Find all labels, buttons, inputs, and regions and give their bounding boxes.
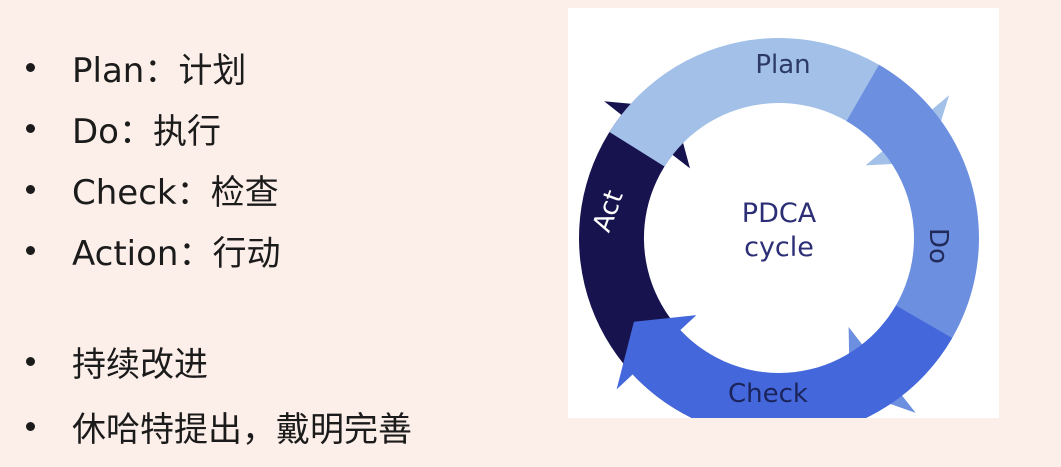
pdca-cycle-svg: Plan Do Check Act PDCA cycle xyxy=(579,37,979,418)
bullet-dot-icon xyxy=(26,184,35,194)
do-arrow-label: Do xyxy=(923,228,953,264)
bullet-dot-icon xyxy=(26,421,35,431)
cycle-arrows xyxy=(579,37,979,418)
bullet-do: Do：执行 xyxy=(26,103,221,153)
plan-arrow-label: Plan xyxy=(755,50,810,80)
check-arrow xyxy=(616,305,953,418)
center-title: PDCA xyxy=(742,198,817,229)
bullet-list: Plan：计划 Do：执行 Check：检查 Action：行动 持续改进 休哈… xyxy=(26,42,412,451)
do-arrow xyxy=(846,64,979,413)
bullet-text: Do：执行 xyxy=(72,111,221,152)
bullet-plan: Plan：计划 xyxy=(26,42,246,92)
bullet-text: Plan：计划 xyxy=(72,50,247,91)
bullet-dot-icon xyxy=(26,245,35,255)
bullet-text: 持续改进 xyxy=(72,344,208,385)
bullet-text: Check：检查 xyxy=(72,172,279,213)
bullet-dot-icon xyxy=(26,62,35,72)
bullet-text: 休哈特提出，戴明完善 xyxy=(72,409,412,450)
check-arrow-label: Check xyxy=(728,379,808,409)
plan-arrow xyxy=(609,37,950,167)
bullet-origin: 休哈特提出，戴明完善 xyxy=(26,401,412,451)
bullet-dot-icon xyxy=(26,123,35,133)
bullet-dot-icon xyxy=(26,356,35,366)
center-subtitle: cycle xyxy=(744,232,814,263)
bullet-action: Action：行动 xyxy=(26,225,280,275)
bullet-check: Check：检查 xyxy=(26,164,279,214)
bullet-text: Action：行动 xyxy=(72,233,281,274)
bullet-continuous-improvement: 持续改进 xyxy=(26,336,208,386)
pdca-diagram: Plan Do Check Act PDCA cycle xyxy=(568,8,999,418)
